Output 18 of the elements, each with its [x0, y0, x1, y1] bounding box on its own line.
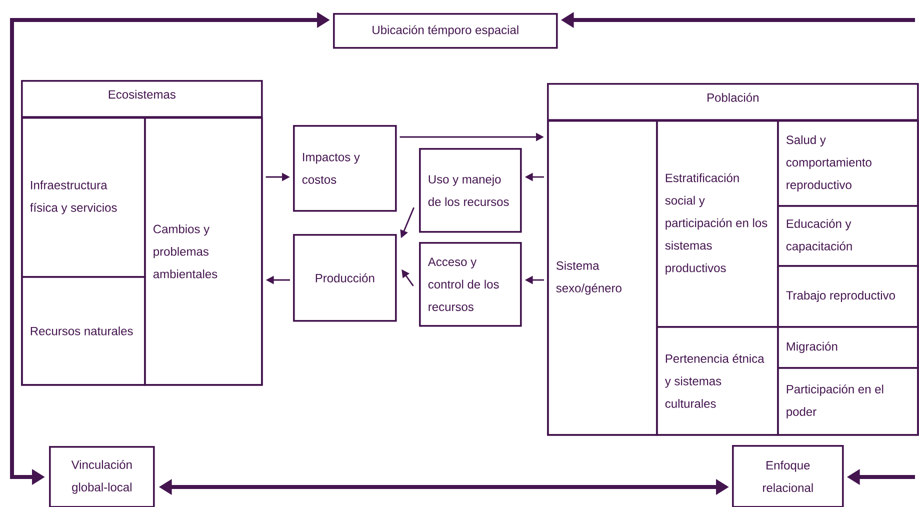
table-cell: Migración	[777, 326, 919, 369]
table-cell: Trabajo reproductivo	[777, 265, 919, 328]
table-cell: Estratificación social y participación en los sistemas productivos	[656, 120, 779, 328]
table-cell: Educación y capacitación	[777, 205, 919, 267]
concept-box: Ubicación témporo espacial	[333, 13, 558, 49]
table-cell: Pertenencia étnica y sistemas culturales	[656, 326, 779, 436]
concept-box: Acceso y control de los recursos	[419, 242, 522, 327]
concept-box: Uso y manejo de los recursos	[419, 148, 522, 233]
table-cell: Cambios y problemas ambientales	[144, 117, 263, 386]
table-cell: Salud y comportamiento reproductivo	[777, 120, 919, 207]
concept-box: Impactos y costos	[293, 125, 397, 212]
table-cell: Recursos naturales	[21, 276, 146, 386]
table-cell: Participación en el poder	[777, 367, 919, 436]
table-cell: Sistema sexo/género	[547, 120, 658, 436]
concept-box: Producción	[293, 234, 397, 322]
concept-box: Enfoque relacional	[732, 445, 844, 507]
concept-box: Vinculación global-local	[49, 446, 155, 507]
table-cell: Infraestructura física y servicios	[21, 117, 146, 278]
